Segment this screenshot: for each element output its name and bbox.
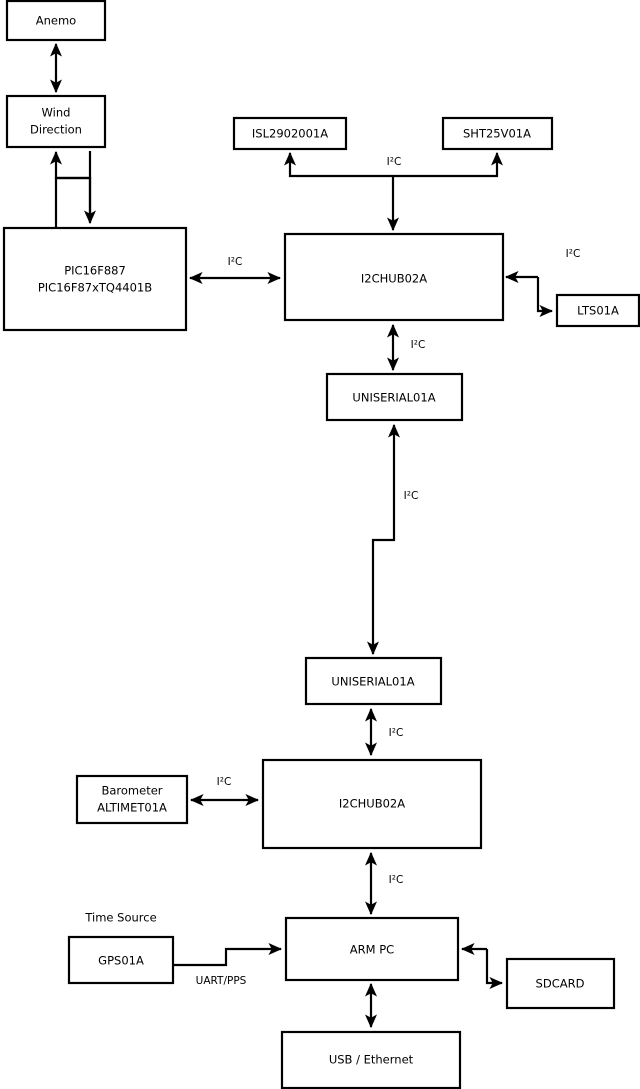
edge-label-i2c-sensors-top: I²C (387, 156, 402, 168)
node-sdcard[interactable]: SDCARD (505, 957, 616, 1010)
edge-label-i2c-baro-hub2: I²C (217, 776, 232, 788)
node-wind-direction-label-line1: Wind (42, 106, 71, 120)
node-anemo-label: Anemo (36, 14, 76, 28)
node-i2chub02a-bottom-label: I2CHUB02A (339, 797, 405, 811)
node-gps01a[interactable]: GPS01A (67, 935, 175, 985)
node-uniserial01a-bottom-label: UNISERIAL01A (331, 675, 414, 689)
node-pic-mcu[interactable]: PIC16F887 PIC16F87xTQ4401B (2, 226, 188, 332)
node-i2chub02a-top-label: I2CHUB02A (361, 272, 427, 286)
edge-bus-sht (393, 151, 504, 178)
node-anemo[interactable]: Anemo (5, 0, 107, 42)
node-wind-direction[interactable]: Wind Direction (5, 94, 107, 149)
node-isl2902001a-label: ISL2902001A (252, 127, 328, 141)
edge-label-i2c-hub-uniser: I²C (411, 339, 426, 351)
edge-armpc-sdcard-out (485, 949, 504, 990)
node-sht25v01a[interactable]: SHT25V01A (441, 116, 554, 151)
edge-label-i2c-hub2-armpc: I²C (389, 874, 404, 886)
edge-label-i2c-pic-hub: I²C (228, 256, 243, 268)
edge-gps-armpc (174, 942, 283, 967)
edge-label-i2c-hub-lts: I²C (566, 248, 581, 260)
node-uniserial01a-top-label: UNISERIAL01A (352, 391, 435, 405)
node-lts01a-label: LTS01A (577, 304, 619, 318)
node-arm-pc-label: ARM PC (350, 943, 394, 957)
label-time-source: Time Source (84, 911, 156, 925)
node-sht25v01a-label: SHT25V01A (463, 127, 531, 141)
node-barometer-label-line1: Barometer (101, 784, 162, 798)
node-uniserial01a-bottom[interactable]: UNISERIAL01A (304, 656, 443, 706)
edge-pic-wind-down (54, 151, 92, 227)
node-uniserial01a-top[interactable]: UNISERIAL01A (325, 372, 464, 422)
node-isl2902001a[interactable]: ISL2902001A (232, 116, 348, 151)
edge-pic-wind-up (49, 150, 92, 222)
edge-hub-lts-out (536, 277, 554, 318)
node-wind-direction-label-line2: Direction (30, 123, 82, 137)
node-sdcard-label: SDCARD (536, 977, 585, 991)
node-usb-ethernet-label: USB / Ethernet (329, 1053, 414, 1067)
node-gps01a-label: GPS01A (98, 954, 144, 968)
node-pic-mcu-label-line1: PIC16F887 (64, 264, 126, 278)
node-pic-mcu-label-line2: PIC16F87xTQ4401B (38, 281, 152, 295)
node-i2chub02a-bottom[interactable]: I2CHUB02A (261, 758, 483, 850)
edge-label-uart-pps: UART/PPS (196, 975, 247, 987)
node-arm-pc[interactable]: ARM PC (284, 916, 460, 982)
node-usb-ethernet[interactable]: USB / Ethernet (280, 1030, 462, 1089)
edge-label-i2c-uniser-hub2: I²C (389, 727, 404, 739)
edge-uniserial-link (366, 423, 401, 656)
edge-bus-isl (283, 151, 393, 178)
node-barometer-label-line2: ALTIMET01A (97, 801, 167, 815)
edge-label-i2c-uniser-link: I²C (404, 490, 419, 502)
node-i2chub02a-top[interactable]: I2CHUB02A (283, 232, 505, 322)
node-lts01a[interactable]: LTS01A (555, 293, 640, 328)
node-barometer[interactable]: Barometer ALTIMET01A (75, 774, 189, 825)
